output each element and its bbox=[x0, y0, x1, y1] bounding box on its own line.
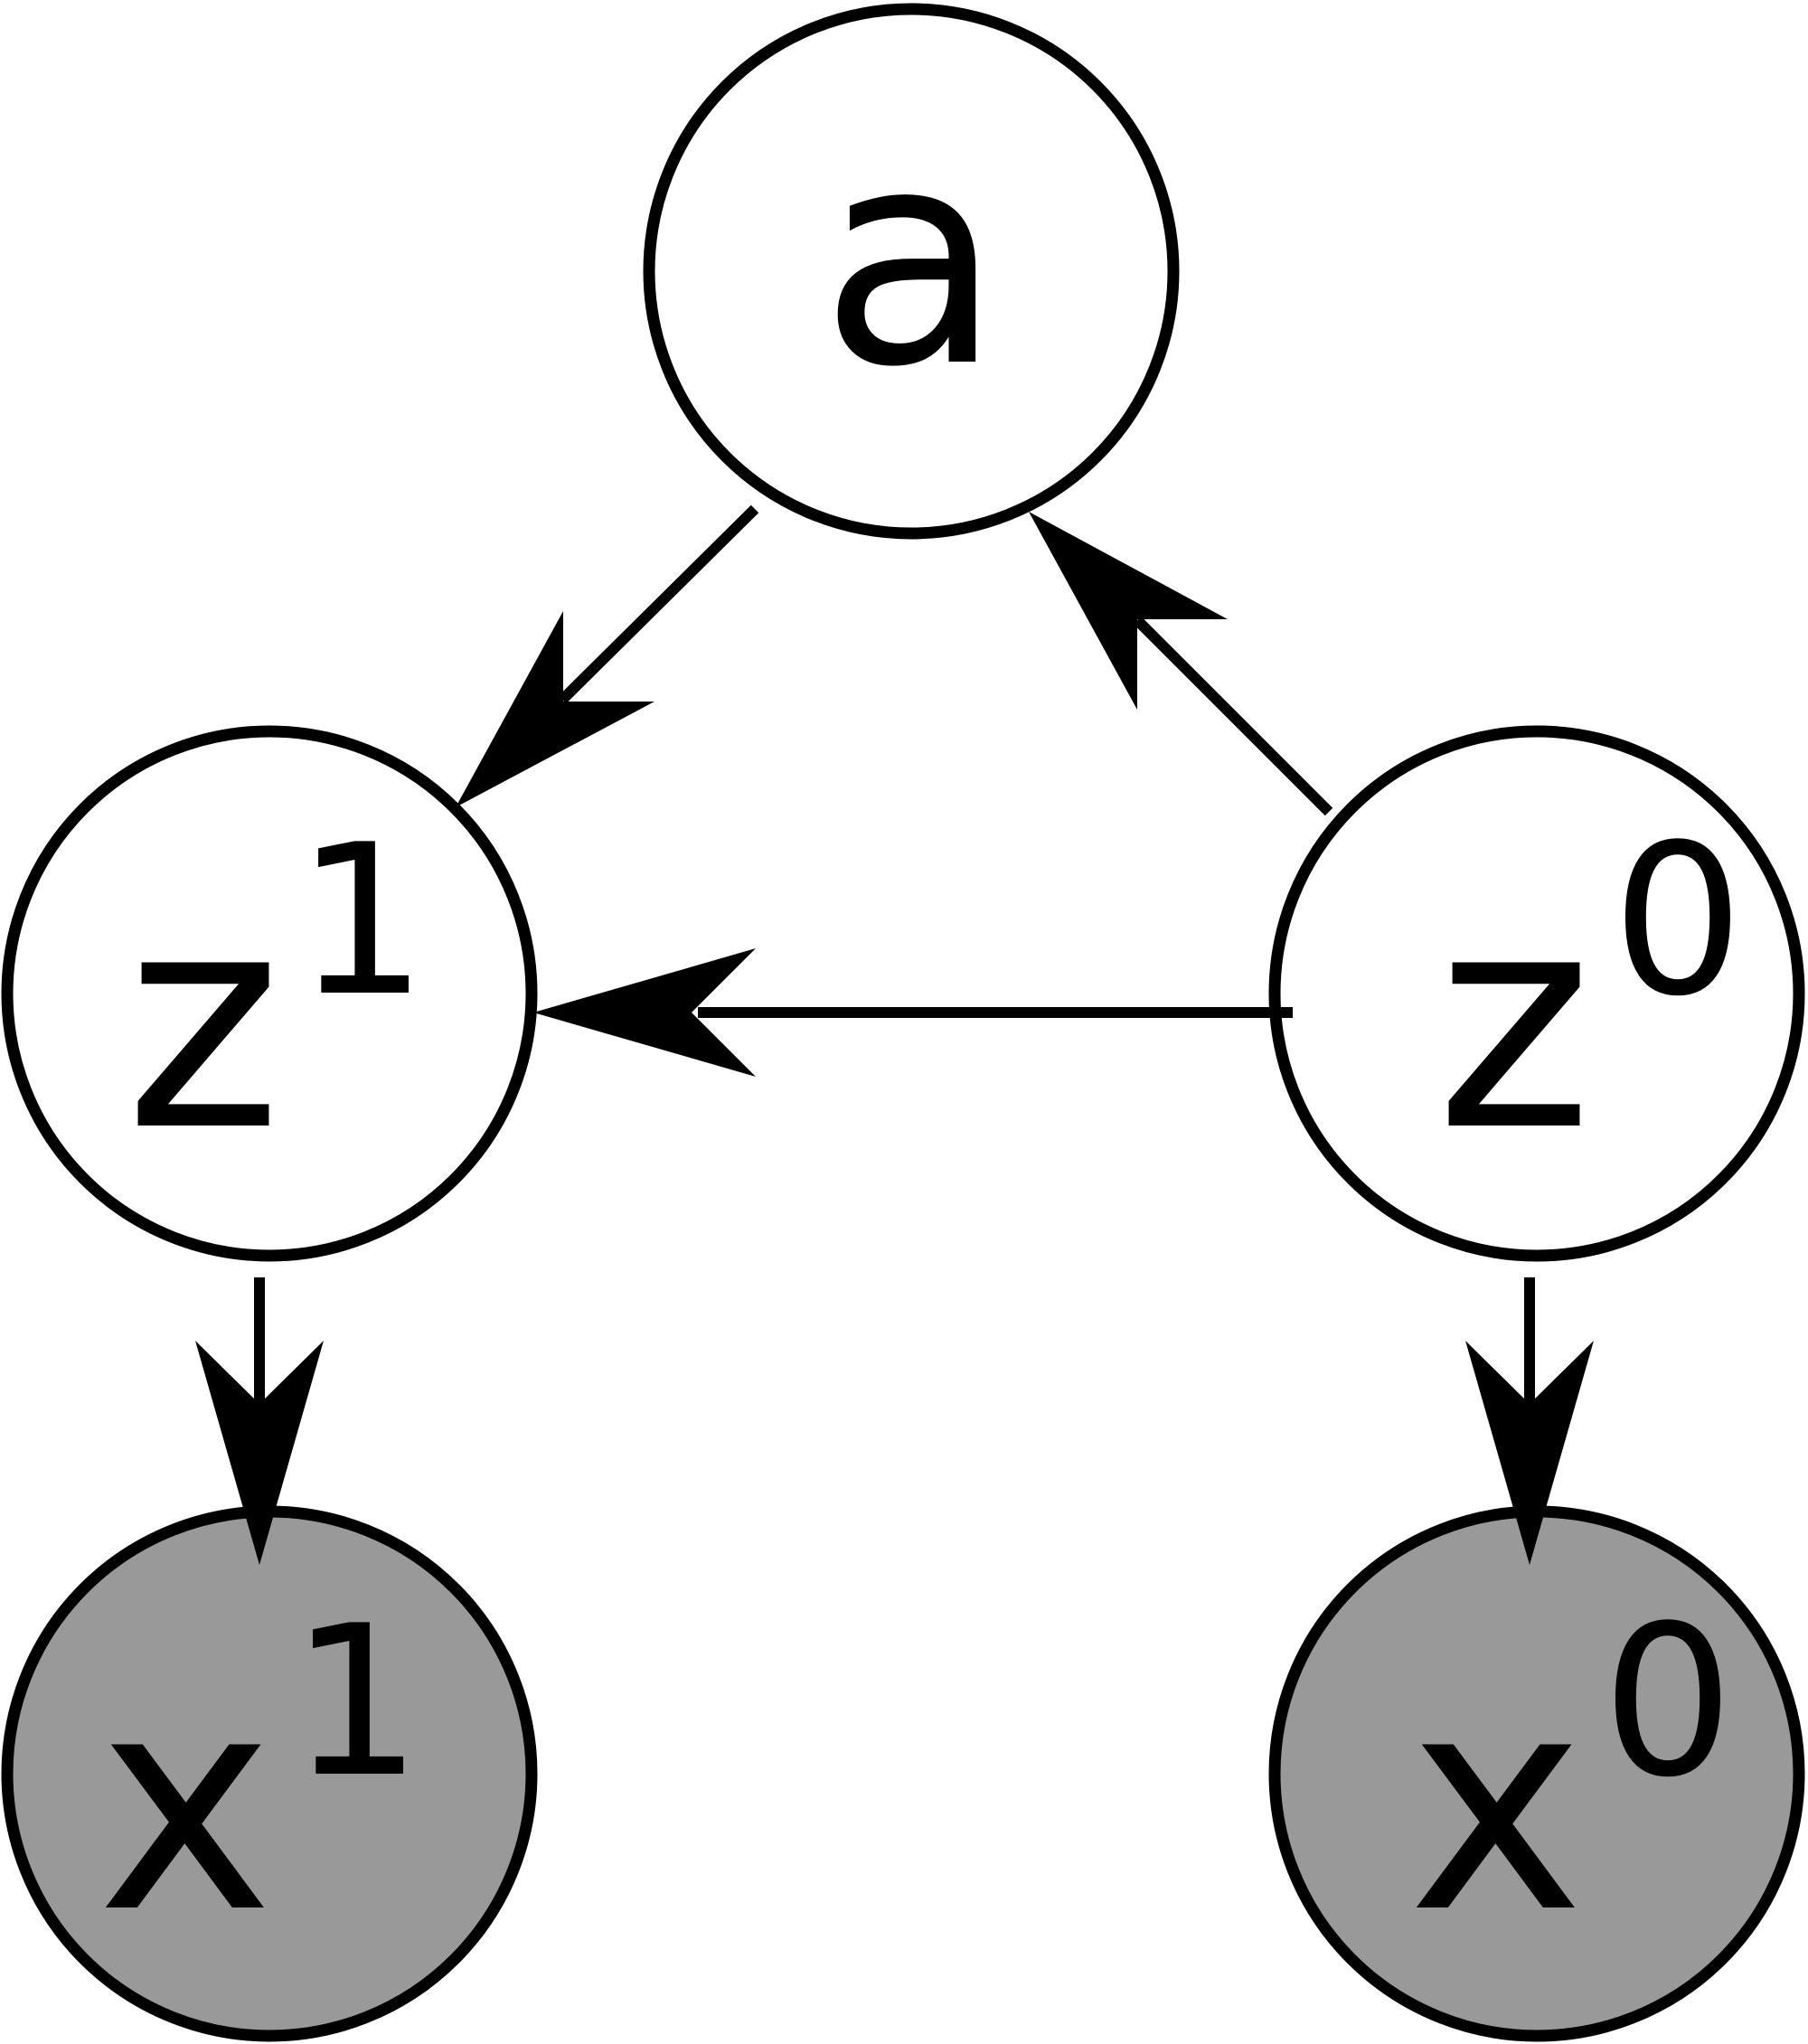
node-z0: z 0 bbox=[1268, 725, 1805, 1262]
node-z1: z 1 bbox=[1, 725, 538, 1262]
edge-a-to-z1-line bbox=[558, 504, 759, 704]
node-a: a bbox=[643, 3, 1180, 540]
edge-z0-to-x0-arrowhead bbox=[1465, 1341, 1594, 1565]
edge-z0-to-x0 bbox=[1465, 1277, 1594, 1565]
node-z1-circle bbox=[1, 725, 538, 1262]
node-z1-label: z bbox=[125, 849, 281, 1196]
node-x1: x 1 bbox=[1, 1505, 538, 2042]
node-x0-label: x bbox=[1408, 1631, 1584, 1978]
node-x1-superscript: 1 bbox=[290, 1582, 422, 1823]
edge-a-to-z1-arrowhead bbox=[456, 611, 654, 807]
edge-z1-to-x1 bbox=[195, 1277, 324, 1565]
node-x1-label: x bbox=[97, 1631, 273, 1978]
node-z1-superscript: 1 bbox=[296, 801, 428, 1042]
node-z0-circle bbox=[1268, 725, 1805, 1262]
edge-z0-to-a-arrowhead bbox=[1029, 512, 1228, 710]
node-a-label: a bbox=[820, 85, 1003, 432]
edge-a-to-z1 bbox=[456, 504, 759, 807]
node-z0-label: z bbox=[1436, 849, 1592, 1196]
node-x0: x 0 bbox=[1268, 1505, 1805, 2042]
edge-z1-to-x1-arrowhead bbox=[195, 1341, 324, 1565]
node-a-circle bbox=[643, 3, 1180, 540]
node-z0-superscript: 0 bbox=[1612, 801, 1744, 1042]
edge-z0-to-z1-arrowhead bbox=[533, 948, 756, 1077]
edge-z0-to-z1 bbox=[533, 948, 1293, 1077]
edge-z0-to-a-line bbox=[1133, 616, 1333, 816]
edge-z0-to-a bbox=[1029, 512, 1333, 816]
node-x0-superscript: 0 bbox=[1602, 1582, 1734, 1823]
